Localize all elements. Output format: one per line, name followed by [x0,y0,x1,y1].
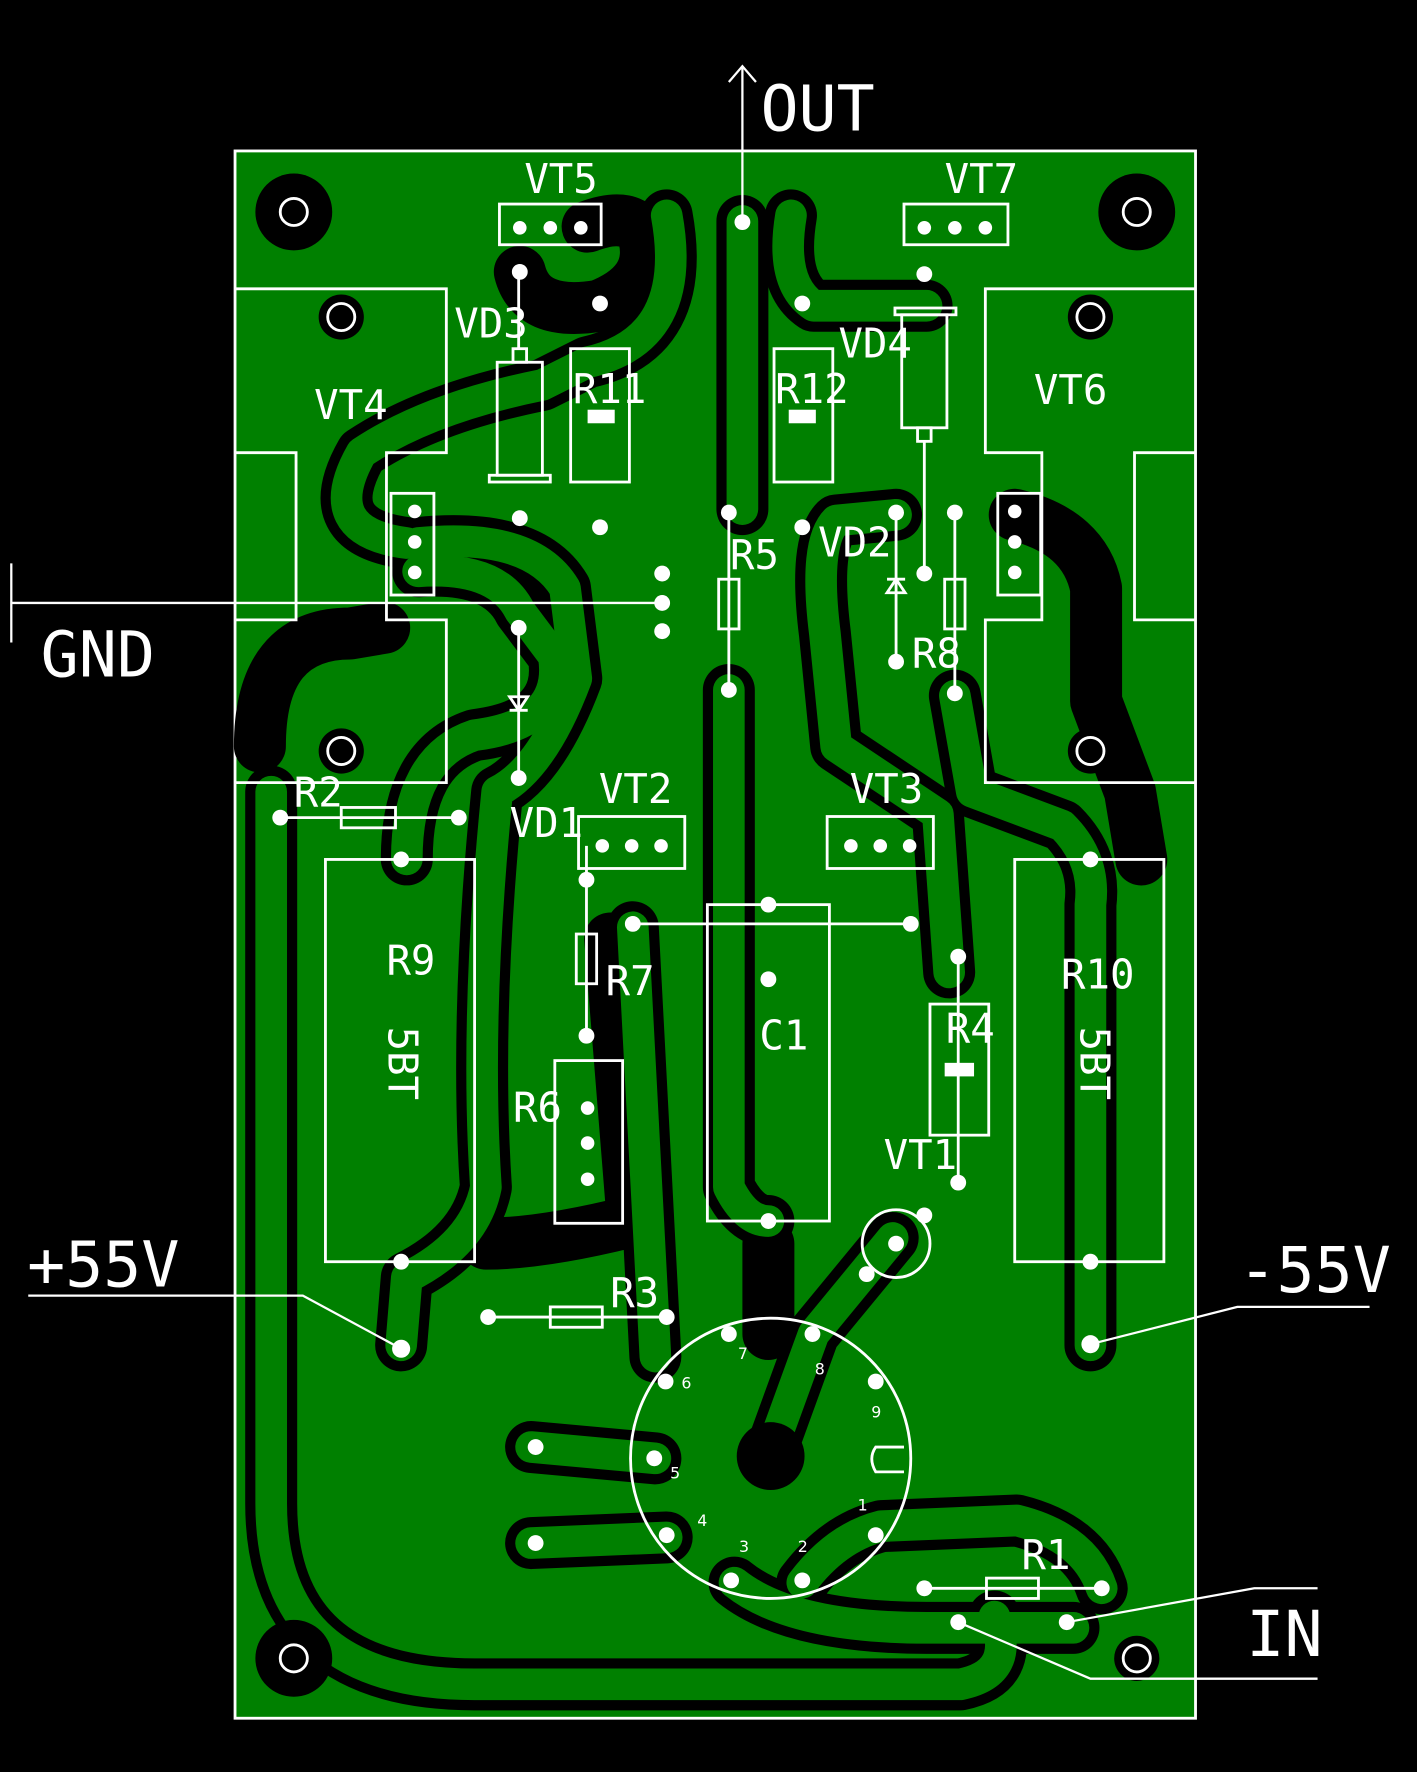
r4-label: R4 [946,1005,995,1053]
pin-8: 8 [815,1360,825,1379]
r11-marker [587,409,615,424]
vplus-label: +55V [27,1228,179,1302]
r12-marker [788,409,816,424]
vt4-label: VT4 [314,381,387,429]
r10-label: R10 [1061,950,1134,998]
r5-label: R5 [730,531,779,579]
pin-3: 3 [739,1537,749,1556]
c1-label: C1 [759,1011,808,1059]
in-label: IN [1246,1597,1322,1671]
gnd-label: GND [41,617,155,691]
r9-power-label: 5BT [379,1027,427,1100]
r9-label: R9 [386,937,435,985]
vminus-label: -55V [1238,1233,1390,1307]
out-label: OUT [760,72,874,146]
vd1-label: VD1 [510,799,583,847]
r11-label: R11 [573,365,646,413]
vd2-label: VD2 [818,519,891,567]
vt5-label: VT5 [524,155,597,203]
vt2-label: VT2 [599,765,672,813]
pin-1: 1 [858,1495,868,1514]
r6-label: R6 [513,1084,562,1132]
pin-5: 5 [670,1464,680,1483]
pin-7: 7 [738,1344,748,1363]
r2-label: R2 [294,768,343,816]
external-wires [10,64,1370,1680]
pin-2: 2 [798,1537,808,1556]
vd4-label: VD4 [838,320,911,368]
vt1-label: VT1 [884,1131,957,1179]
vt3-label: VT3 [850,765,923,813]
pin-4: 4 [697,1511,707,1530]
socket-center-hole [736,1422,805,1490]
pin-6: 6 [681,1373,691,1392]
socket-pin-labels: 1 2 3 4 5 6 7 8 9 [670,1344,881,1556]
pads [272,214,1110,1631]
r8-label: R8 [912,629,961,677]
vd3-label: VD3 [454,299,527,347]
component-labels: VT5 VT7 VD3 VD4 R11 R12 VT4 VT6 R5 VD2 R… [294,155,1135,1579]
r10-power-label: 5BT [1070,1027,1118,1100]
r7-label: R7 [606,957,655,1005]
r1-label: R1 [1022,1531,1071,1579]
r4-marker [944,1062,975,1077]
r3-label: R3 [610,1269,659,1317]
mounting-holes [255,173,1176,1697]
vt6-label: VT6 [1034,366,1107,414]
vt7-label: VT7 [945,155,1018,203]
r12-label: R12 [775,365,848,413]
pin-9: 9 [871,1403,881,1422]
